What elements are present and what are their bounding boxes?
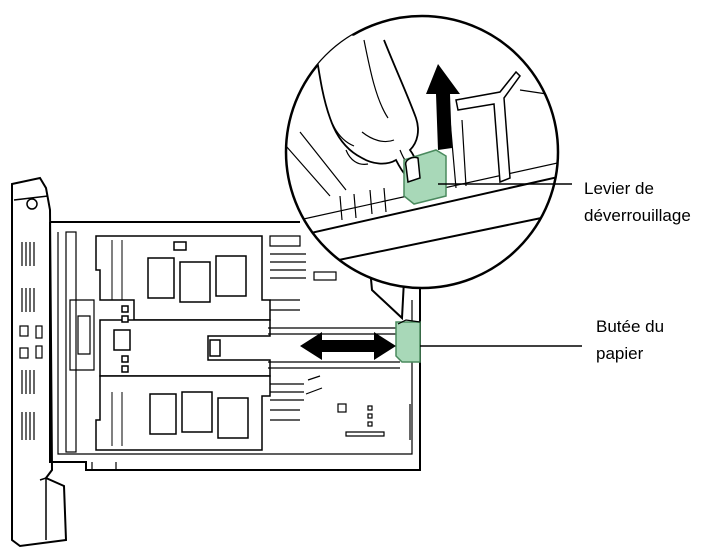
tray-right-side	[269, 235, 411, 440]
release-lever-label-line1: Levier de	[584, 179, 654, 198]
cassette-tray	[49, 221, 421, 471]
release-lever-label-line2: déverrouillage	[584, 206, 691, 225]
leader-lines	[420, 183, 582, 347]
release-lever-label: Levier de déverrouillage	[584, 179, 691, 225]
up-arrow-icon	[426, 64, 460, 150]
cassette-front-panel	[11, 176, 68, 548]
paper-stop-track	[268, 327, 400, 369]
release-lever	[403, 149, 447, 205]
magnified-callout	[284, 14, 560, 321]
paper-stop-label-line2: papier	[596, 344, 644, 363]
paper-guide-upper	[95, 235, 271, 321]
paper-stop-label-line1: Butée du	[596, 317, 664, 336]
panel-ribs	[21, 242, 35, 440]
paper-stop	[395, 319, 421, 363]
panel-slot	[19, 325, 29, 337]
paper-stop-label: Butée du papier	[596, 317, 664, 363]
double-headed-arrow-icon	[300, 332, 396, 360]
panel-screw-icon	[26, 198, 38, 210]
paper-guide-lower	[95, 375, 271, 451]
paper-guide-center	[99, 305, 271, 377]
